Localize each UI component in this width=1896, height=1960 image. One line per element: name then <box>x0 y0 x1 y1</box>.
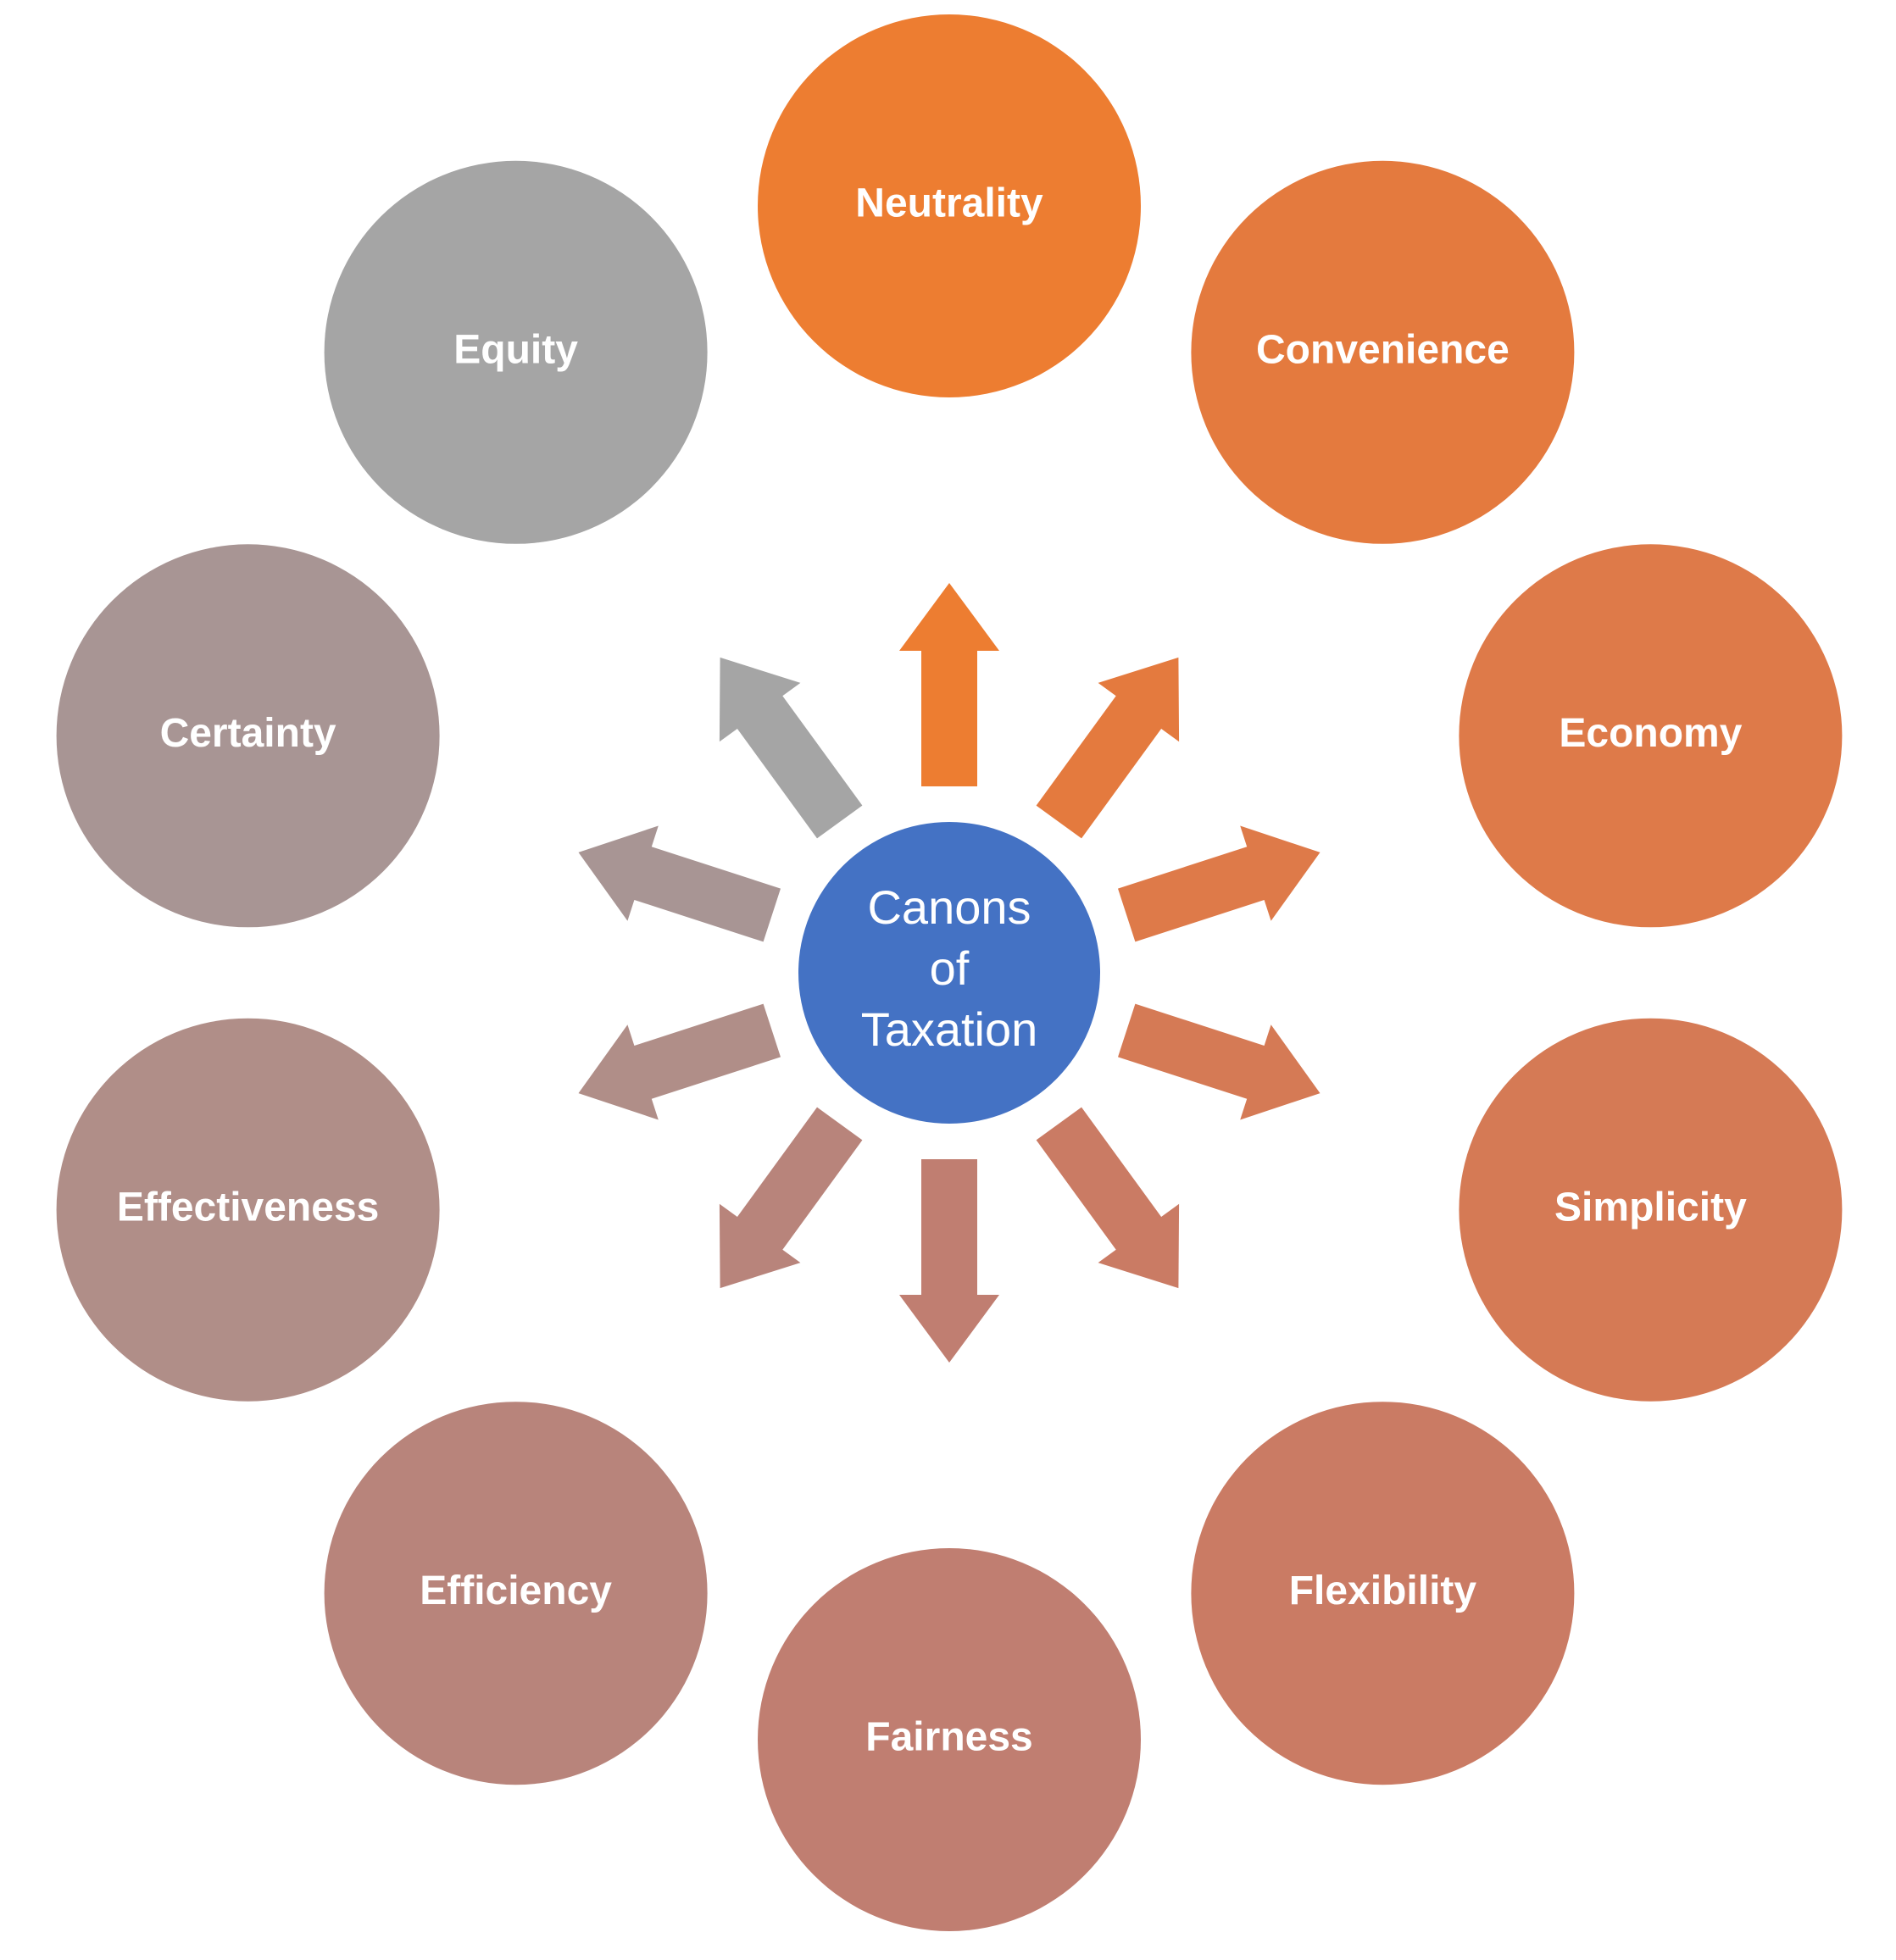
node-neutrality: Neutrality <box>758 14 1141 397</box>
node-label-efficiency: Efficiency <box>420 1569 612 1613</box>
node-efficiency: Efficiency <box>324 1402 708 1785</box>
node-fairness: Fairness <box>758 1548 1141 1931</box>
node-label-flexibility: Flexibility <box>1289 1569 1477 1613</box>
node-circle-fairness <box>758 1548 1141 1931</box>
node-effectiveness: Effectiveness <box>56 1018 440 1402</box>
node-label-economy: Economy <box>1559 711 1742 756</box>
node-flexibility: Flexibility <box>1191 1402 1575 1785</box>
center-label-line-2: of <box>930 941 970 995</box>
arrow-to-equity <box>719 657 863 839</box>
node-economy: Economy <box>1459 544 1843 928</box>
center-label-line-1: Canons <box>867 880 1031 934</box>
node-label-equity: Equity <box>453 327 578 372</box>
node-label-convenience: Convenience <box>1256 327 1510 372</box>
arrow-to-certainty <box>578 825 781 942</box>
node-label-certainty: Certainty <box>160 711 336 756</box>
arrow-to-simplicity <box>1118 1003 1321 1120</box>
center-label-line-3: Taxation <box>861 1002 1038 1056</box>
node-simplicity: Simplicity <box>1459 1018 1843 1402</box>
node-label-simplicity: Simplicity <box>1554 1185 1747 1230</box>
center-circle <box>798 822 1100 1124</box>
node-circle-simplicity <box>1459 1018 1843 1402</box>
node-label-fairness: Fairness <box>865 1715 1032 1760</box>
nodes-group: NeutralityConvenienceEconomySimplicityFl… <box>56 14 1843 1931</box>
node-circle-economy <box>1459 544 1843 928</box>
node-circle-certainty <box>56 544 440 928</box>
node-circle-neutrality <box>758 14 1141 397</box>
arrow-to-convenience <box>1036 657 1180 839</box>
node-equity: Equity <box>324 160 708 544</box>
node-circle-equity <box>324 160 708 544</box>
arrow-to-efficiency <box>719 1107 863 1289</box>
center-node: Canons of Taxation <box>798 822 1100 1124</box>
node-circle-convenience <box>1191 160 1575 544</box>
node-convenience: Convenience <box>1191 160 1575 544</box>
arrow-to-fairness <box>899 1159 999 1363</box>
node-label-neutrality: Neutrality <box>855 181 1043 226</box>
arrow-to-effectiveness <box>578 1003 781 1120</box>
arrow-to-flexibility <box>1036 1107 1180 1289</box>
node-label-effectiveness: Effectiveness <box>117 1185 380 1230</box>
node-certainty: Certainty <box>56 544 440 928</box>
node-circle-efficiency <box>324 1402 708 1785</box>
arrow-to-economy <box>1118 825 1321 942</box>
arrows-group <box>578 583 1321 1363</box>
arrow-to-neutrality <box>899 583 999 786</box>
node-circle-flexibility <box>1191 1402 1575 1785</box>
node-circle-effectiveness <box>56 1018 440 1402</box>
